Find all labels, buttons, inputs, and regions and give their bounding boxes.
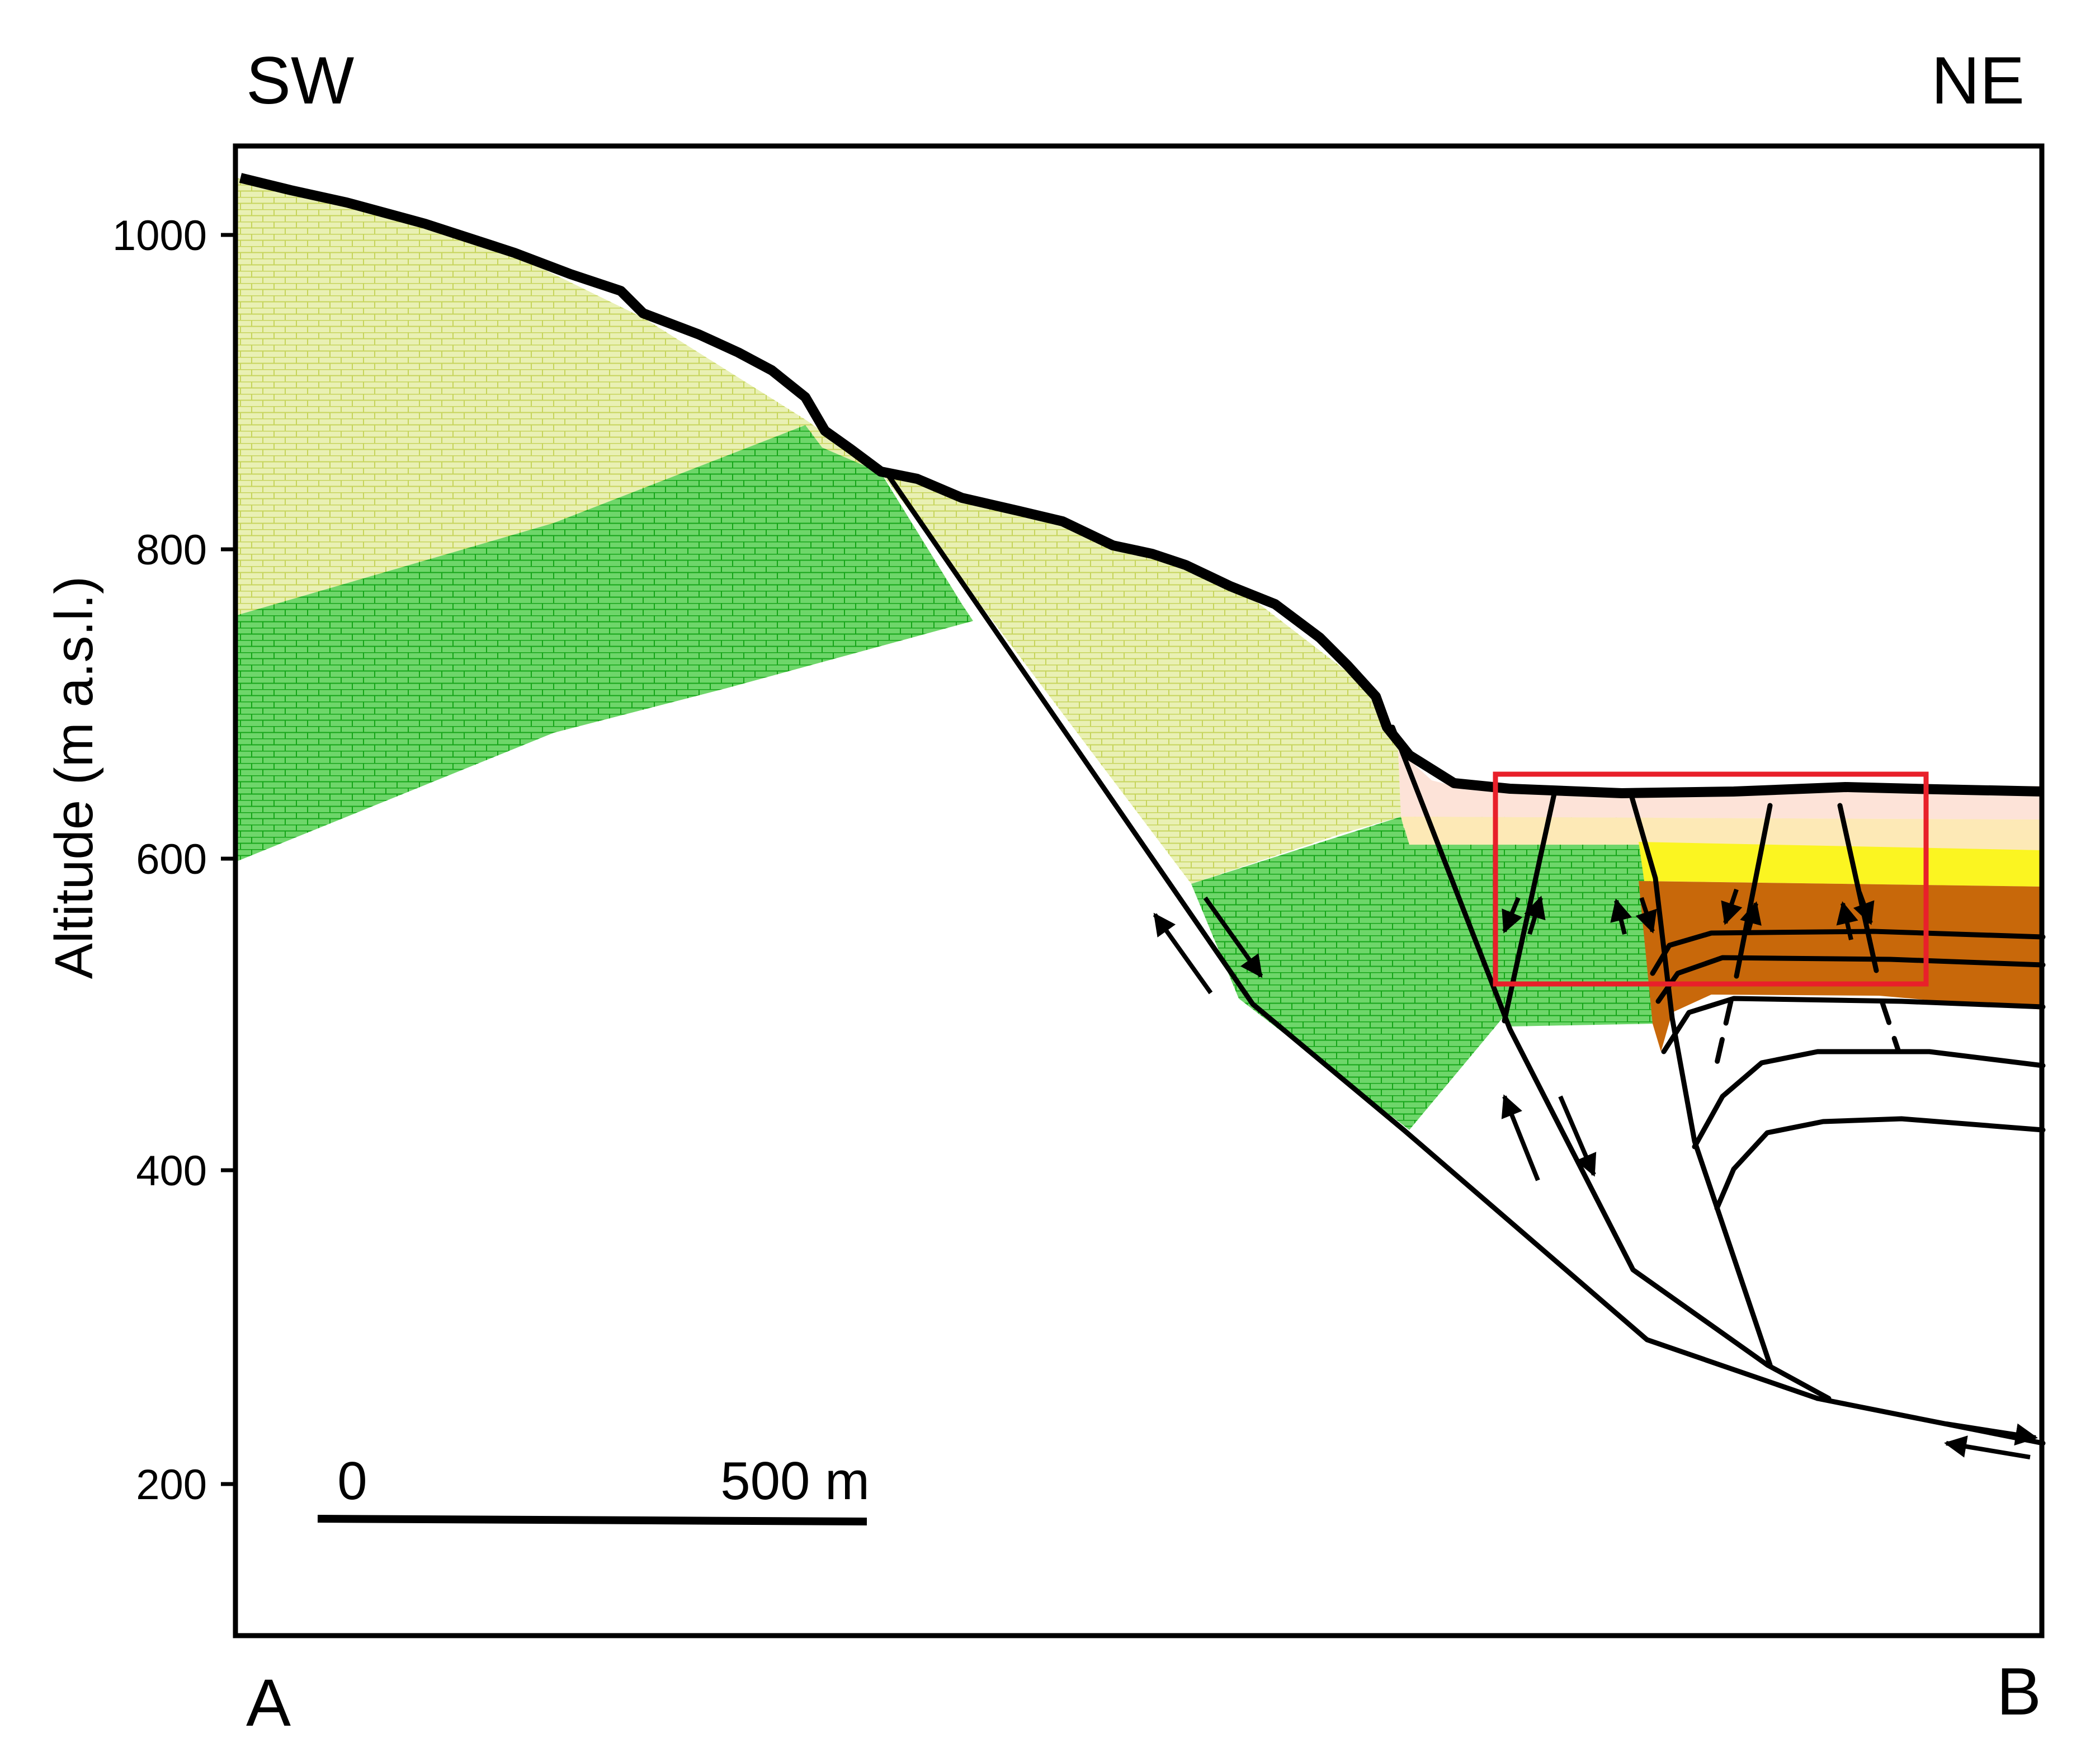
detachment-arrow-east (1946, 1421, 2038, 1446)
endpoint-label-a: A (246, 1665, 291, 1738)
y-tick-label-800: 800 (136, 526, 207, 574)
horst-arrow-1 (1721, 888, 1743, 925)
normal-fault-arrow-down (1203, 896, 1263, 978)
fault-east-steep (1390, 724, 1832, 1401)
basal-detachment (1815, 1396, 2046, 1446)
horst-fault-west-dashed (1714, 998, 1734, 1066)
graben-fault-2 (1627, 789, 1773, 1368)
cover-tan-layer (1401, 817, 2043, 853)
normal-fault-arrow-up (1153, 912, 1213, 995)
cover-pink-layer (1398, 750, 2043, 819)
y-axis (221, 233, 235, 1486)
main-fault-west (884, 470, 1820, 1401)
direction-label-sw: SW (246, 43, 354, 118)
endpoint-label-b: B (1997, 1654, 2041, 1729)
fault2-arrow-down (1558, 1095, 1597, 1177)
horizon-4 (1692, 1049, 2046, 1150)
fault-motion-arrows (1153, 888, 2038, 1459)
horst-fault-east-dashed (1879, 998, 1901, 1054)
horst-arrow-4 (1853, 891, 1875, 925)
horizon-5 (1714, 1116, 2046, 1211)
graben-arrow-3 (1610, 898, 1632, 935)
y-tick-label-1000: 1000 (112, 212, 207, 260)
direction-label-ne: NE (1931, 43, 2025, 118)
lower-limestone-west (237, 425, 973, 861)
detachment-arrow-west (1944, 1435, 2031, 1459)
upper-limestone-central (881, 473, 1401, 884)
horst-fault-east (1837, 803, 1879, 973)
highlight-box (1493, 771, 1929, 987)
y-axis-title: Altitude (m a.s.l.) (44, 576, 104, 979)
horst-fault-west (1734, 803, 1773, 979)
lower-limestone-central (1191, 811, 1507, 1130)
scale-bar-start-label: 0 (337, 1451, 367, 1511)
graben-arrow-2 (1524, 896, 1546, 935)
graben-arrow-1 (1502, 897, 1523, 934)
fault2-arrow-up (1501, 1094, 1540, 1181)
horst-arrow-2 (1740, 901, 1762, 935)
lower-limestone-graben (1404, 822, 1655, 1026)
y-tick-label-600: 600 (136, 836, 207, 883)
y-tick-label-400: 400 (136, 1147, 207, 1195)
graben-arrow-4 (1635, 897, 1657, 934)
scale-bar (317, 1515, 867, 1525)
horst-arrow-3 (1836, 901, 1858, 940)
y-tick-label-200: 200 (136, 1461, 207, 1509)
scale-bar-end-label: 500 m (720, 1451, 870, 1511)
section-layers (237, 178, 2043, 1130)
horizon-3 (1661, 996, 2046, 1054)
topographic-surface (239, 173, 2044, 798)
section-frame (233, 143, 2045, 1638)
cover-yellow-layer (1639, 842, 2043, 887)
horizon-1 (1650, 929, 2046, 976)
